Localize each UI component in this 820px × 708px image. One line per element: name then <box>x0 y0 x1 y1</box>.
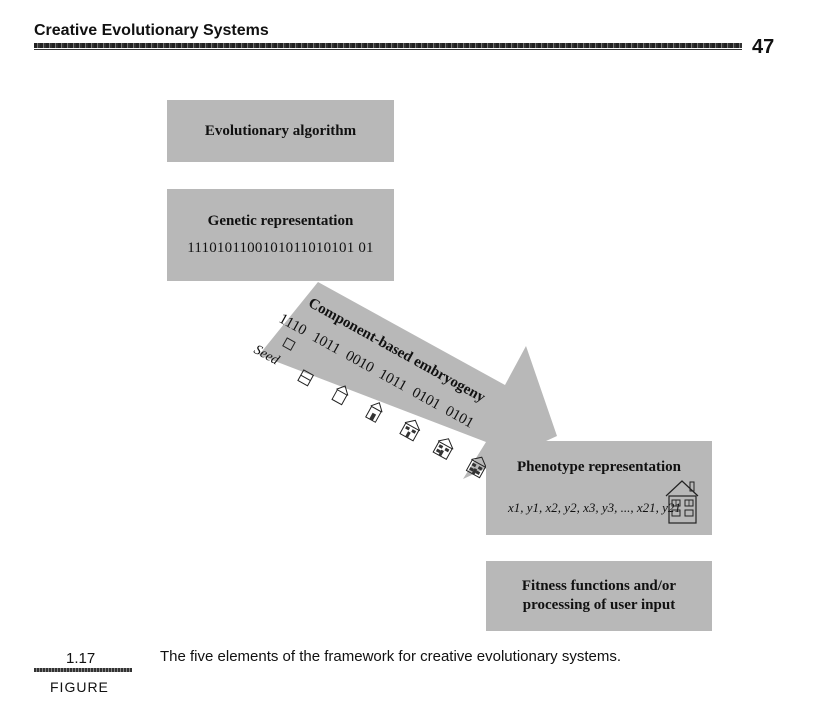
genetic-representation-box: Genetic representation 11101011001010110… <box>167 189 394 281</box>
header-rule <box>34 43 742 48</box>
figure-label: FIGURE <box>50 679 109 695</box>
page-number: 47 <box>752 36 775 58</box>
phenotype-values: x1, y1, x2, y2, x3, y3, ..., x21, y21 <box>508 500 681 515</box>
fitness-functions-box: Fitness functions and/or processing of u… <box>486 561 712 631</box>
seed-icon <box>282 337 296 351</box>
figure-number: 1.17 <box>66 650 96 667</box>
fitness-functions-line2: processing of user input <box>522 597 676 613</box>
running-title: Creative Evolutionary Systems <box>34 22 269 39</box>
genetic-bitstring: 1110101100101011010101 01 <box>187 240 374 256</box>
phenotype-representation-box: Phenotype representation x1, y1, x2, y2,… <box>486 441 712 535</box>
figure-rule <box>34 668 132 672</box>
windows-stage-icon <box>399 419 421 442</box>
phenotype-representation-label: Phenotype representation <box>516 459 682 475</box>
fitness-functions-line1: Fitness functions and/or <box>521 578 677 594</box>
evolutionary-algorithm-box: Evolutionary algorithm <box>167 100 394 162</box>
roof-stage-icon <box>331 385 349 406</box>
evolutionary-algorithm-label: Evolutionary algorithm <box>204 122 357 139</box>
house-icon <box>665 480 699 524</box>
figure-caption: The five elements of the framework for c… <box>160 648 622 665</box>
embryogeny-arrow-shape <box>259 282 557 479</box>
door-stage-icon <box>365 402 383 423</box>
house-stage-icon <box>432 438 454 460</box>
house-final-stage-icon <box>465 456 487 479</box>
genetic-representation-label: Genetic representation <box>207 213 354 229</box>
header-rule-thin <box>34 49 742 50</box>
walls-stage-icon <box>297 369 315 387</box>
